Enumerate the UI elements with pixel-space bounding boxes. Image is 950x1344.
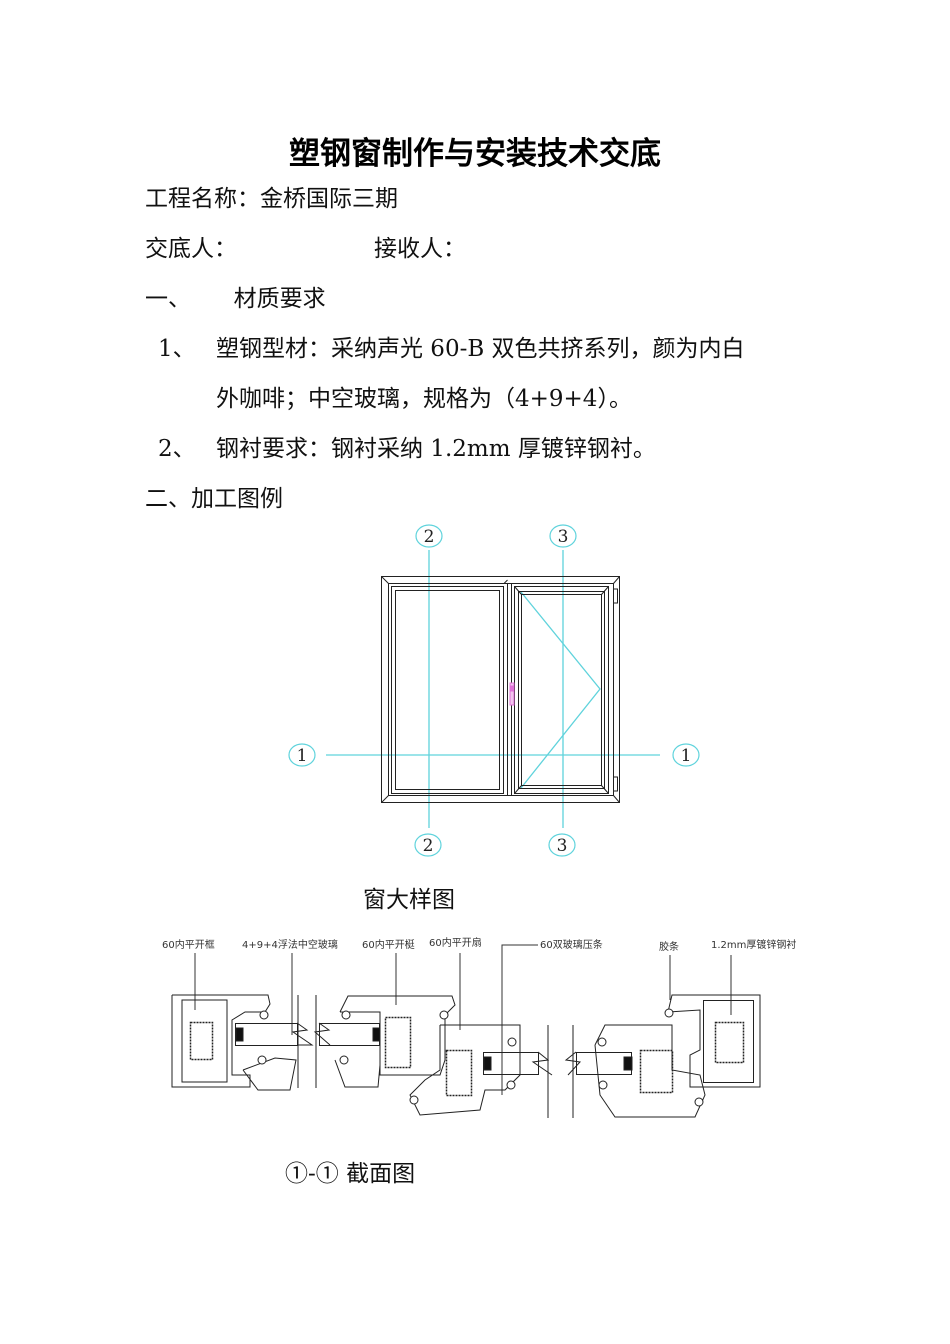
figure1-caption: 窗大样图 xyxy=(363,887,455,913)
project-name-value: 金桥国际三期 xyxy=(260,186,398,212)
item-2-text: 钢衬要求：钢衬采纳 1.2mm 厚镀锌钢衬。 xyxy=(216,436,656,462)
svg-text:1: 1 xyxy=(681,746,692,766)
item-2-number: 2、 xyxy=(158,436,196,462)
project-name-line: 工程名称：金桥国际三期 xyxy=(145,184,398,214)
section-number: 一、 xyxy=(145,286,191,312)
svg-text:60内平开框: 60内平开框 xyxy=(162,938,215,951)
svg-text:1: 1 xyxy=(297,746,308,766)
svg-text:3: 3 xyxy=(557,836,568,856)
handover-by-line: 交底人： xyxy=(145,234,237,264)
section-title: 加工图例 xyxy=(191,486,283,512)
svg-text:1.2mm厚镀锌钢衬: 1.2mm厚镀锌钢衬 xyxy=(711,938,796,951)
figure2-caption: ①-① 截面图 xyxy=(285,1161,416,1187)
svg-text:2: 2 xyxy=(423,836,434,856)
section-labels: 60内平开框 4+9+4浮法中空玻璃 60内平开梃 60内平开扇 60双玻璃压条… xyxy=(162,936,796,953)
axis-markers: 2 3 2 3 1 1 xyxy=(288,524,700,857)
window-handle xyxy=(509,682,515,706)
svg-text:胶条: 胶条 xyxy=(659,940,679,953)
window-frame xyxy=(381,576,620,803)
item-1-text-line1: 塑钢型材：采纳声光 60-B 双色共挤系列，颜为内白 xyxy=(216,336,745,362)
section-number: 二、 xyxy=(145,486,191,512)
profile-outlines xyxy=(171,994,761,1118)
gaskets xyxy=(257,1008,704,1107)
item-1-text-line2: 外咖啡；中空玻璃，规格为（4+9+4）。 xyxy=(216,386,632,412)
section-1-heading: 一、 材质要求 xyxy=(145,284,326,314)
leader-lines xyxy=(194,944,732,1095)
project-name-label: 工程名称： xyxy=(145,186,260,212)
received-by-label: 接收人： xyxy=(374,236,466,262)
svg-text:2: 2 xyxy=(424,527,435,547)
svg-text:3: 3 xyxy=(558,527,569,547)
item-1-number: 1、 xyxy=(158,336,196,362)
received-by-line: 接收人： xyxy=(374,234,466,264)
section-title: 材质要求 xyxy=(233,286,326,312)
svg-text:4+9+4浮法中空玻璃: 4+9+4浮法中空玻璃 xyxy=(242,938,338,951)
section-2-heading: 二、加工图例 xyxy=(145,484,283,514)
svg-text:60内平开扇: 60内平开扇 xyxy=(429,936,482,949)
document-title: 塑钢窗制作与安装技术交底 xyxy=(289,136,661,172)
svg-text:60双玻璃压条: 60双玻璃压条 xyxy=(540,938,603,951)
handover-by-label: 交底人： xyxy=(145,236,237,262)
axis-lines xyxy=(326,550,660,828)
cross-section-drawing: 60内平开框 4+9+4浮法中空玻璃 60内平开梃 60内平开扇 60双玻璃压条… xyxy=(155,930,805,1134)
window-elevation-drawing: 2 3 2 3 1 1 xyxy=(280,520,720,874)
svg-text:60内平开梃: 60内平开梃 xyxy=(362,938,415,951)
